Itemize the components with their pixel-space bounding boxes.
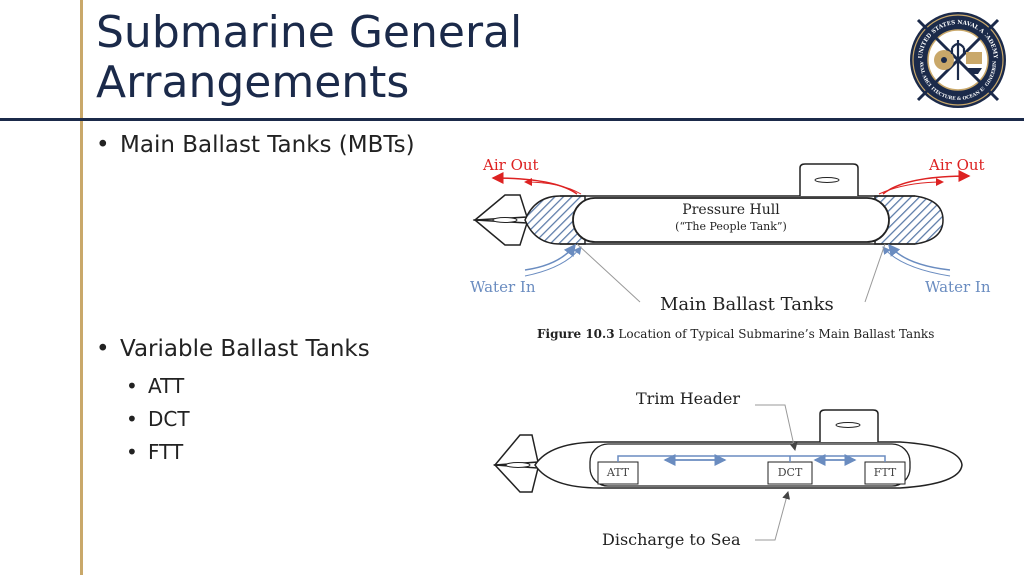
main-ballast-tanks-label: Main Ballast Tanks [660,294,834,315]
discharge-to-sea-label: Discharge to Sea [602,530,741,549]
bullet-main-ballast-tanks: •Main Ballast Tanks (MBTs) [96,132,415,158]
figure-caption: Figure 10.3 Location of Typical Submarin… [537,327,934,341]
water-in-right-label: Water In [925,278,991,296]
sub-bullet-ftt: •FTT [126,440,184,464]
air-out-left-label: Air Out [482,156,539,174]
vertical-accent-line [80,0,83,575]
sub-bullet-dct: •DCT [126,407,190,431]
usna-naoe-seal-logo: UNITED STATES NAVAL ACADEMY NAVAL ARCHIT… [908,10,1006,108]
pressure-hull-label: Pressure Hull [682,202,780,218]
att-tank-label: ATT [606,466,630,479]
ftt-tank-label: FTT [874,466,897,479]
slide-title: Submarine General Arrangements [96,8,656,108]
trim-header-label: Trim Header [636,389,740,408]
variable-ballast-tanks-diagram: Trim Header ATT DCT FTT Discharge to Sea [493,389,963,549]
dct-tank-label: DCT [778,466,803,479]
main-ballast-tanks-diagram: Air Out Air Out Pressure Hull (“The Peop… [470,156,991,341]
sub-bullet-att: •ATT [126,374,185,398]
bullet-variable-ballast-tanks: •Variable Ballast Tanks [96,336,370,362]
title-divider-line [0,118,1024,121]
people-tank-label: (“The People Tank”) [675,220,787,233]
water-in-left-label: Water In [470,278,536,296]
slide-title-line-2: Arrangements [96,57,410,108]
air-out-right-label: Air Out [928,156,985,174]
slide-title-line-1: Submarine General [96,7,523,58]
